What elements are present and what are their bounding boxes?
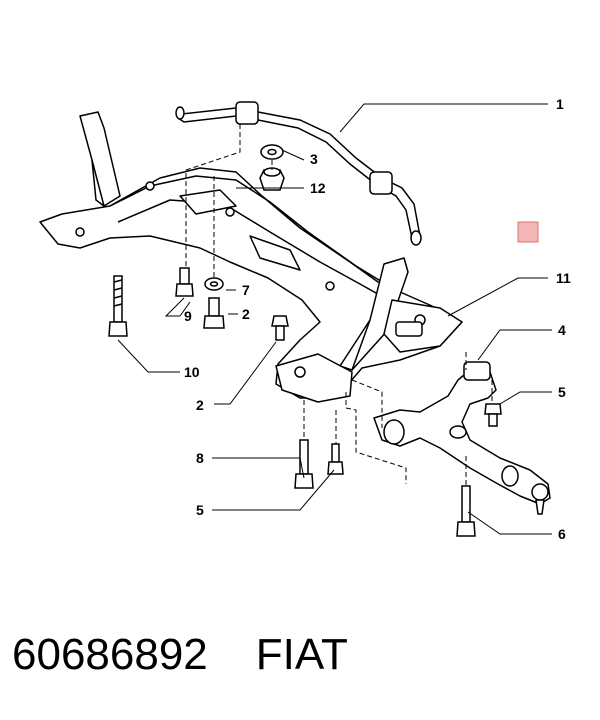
bolt-9 (175, 267, 194, 297)
callout-2-upper: 2 (242, 306, 250, 322)
callout-12: 12 (310, 180, 326, 196)
callout-5-right: 5 (558, 384, 566, 400)
bolt-5-right (484, 403, 502, 427)
part-number: 60686892 (12, 630, 208, 679)
part-number-caption: 60686892 FIAT (12, 630, 348, 680)
assembly-guides (185, 124, 493, 486)
callout-3: 3 (310, 151, 318, 167)
bolt-5-lower (327, 443, 344, 475)
washer-7 (204, 277, 224, 291)
leader-lines (117, 103, 552, 535)
bolt-8 (294, 439, 314, 489)
highlight-marker (517, 221, 539, 243)
nut-12 (259, 167, 285, 191)
lower-control-arm (373, 361, 551, 515)
subframe-crossmember (39, 111, 463, 403)
callout-2-lower: 2 (196, 397, 204, 413)
callout-11: 11 (556, 270, 571, 286)
bolt-10 (108, 275, 128, 337)
callout-9: 9 (184, 308, 192, 324)
callout-4: 4 (558, 322, 566, 338)
bolt-2-upper (203, 297, 225, 329)
callout-8: 8 (196, 450, 204, 466)
brand-name: FIAT (255, 630, 348, 679)
bolt-6 (456, 485, 476, 537)
washer-3 (260, 144, 284, 160)
bolt-2-lower (271, 315, 289, 341)
stabilizer-bar (175, 101, 422, 246)
callout-10: 10 (184, 364, 200, 380)
callout-1: 1 (556, 96, 564, 112)
callout-6: 6 (558, 526, 566, 542)
callout-7: 7 (242, 282, 250, 298)
callout-5-lower: 5 (196, 502, 204, 518)
